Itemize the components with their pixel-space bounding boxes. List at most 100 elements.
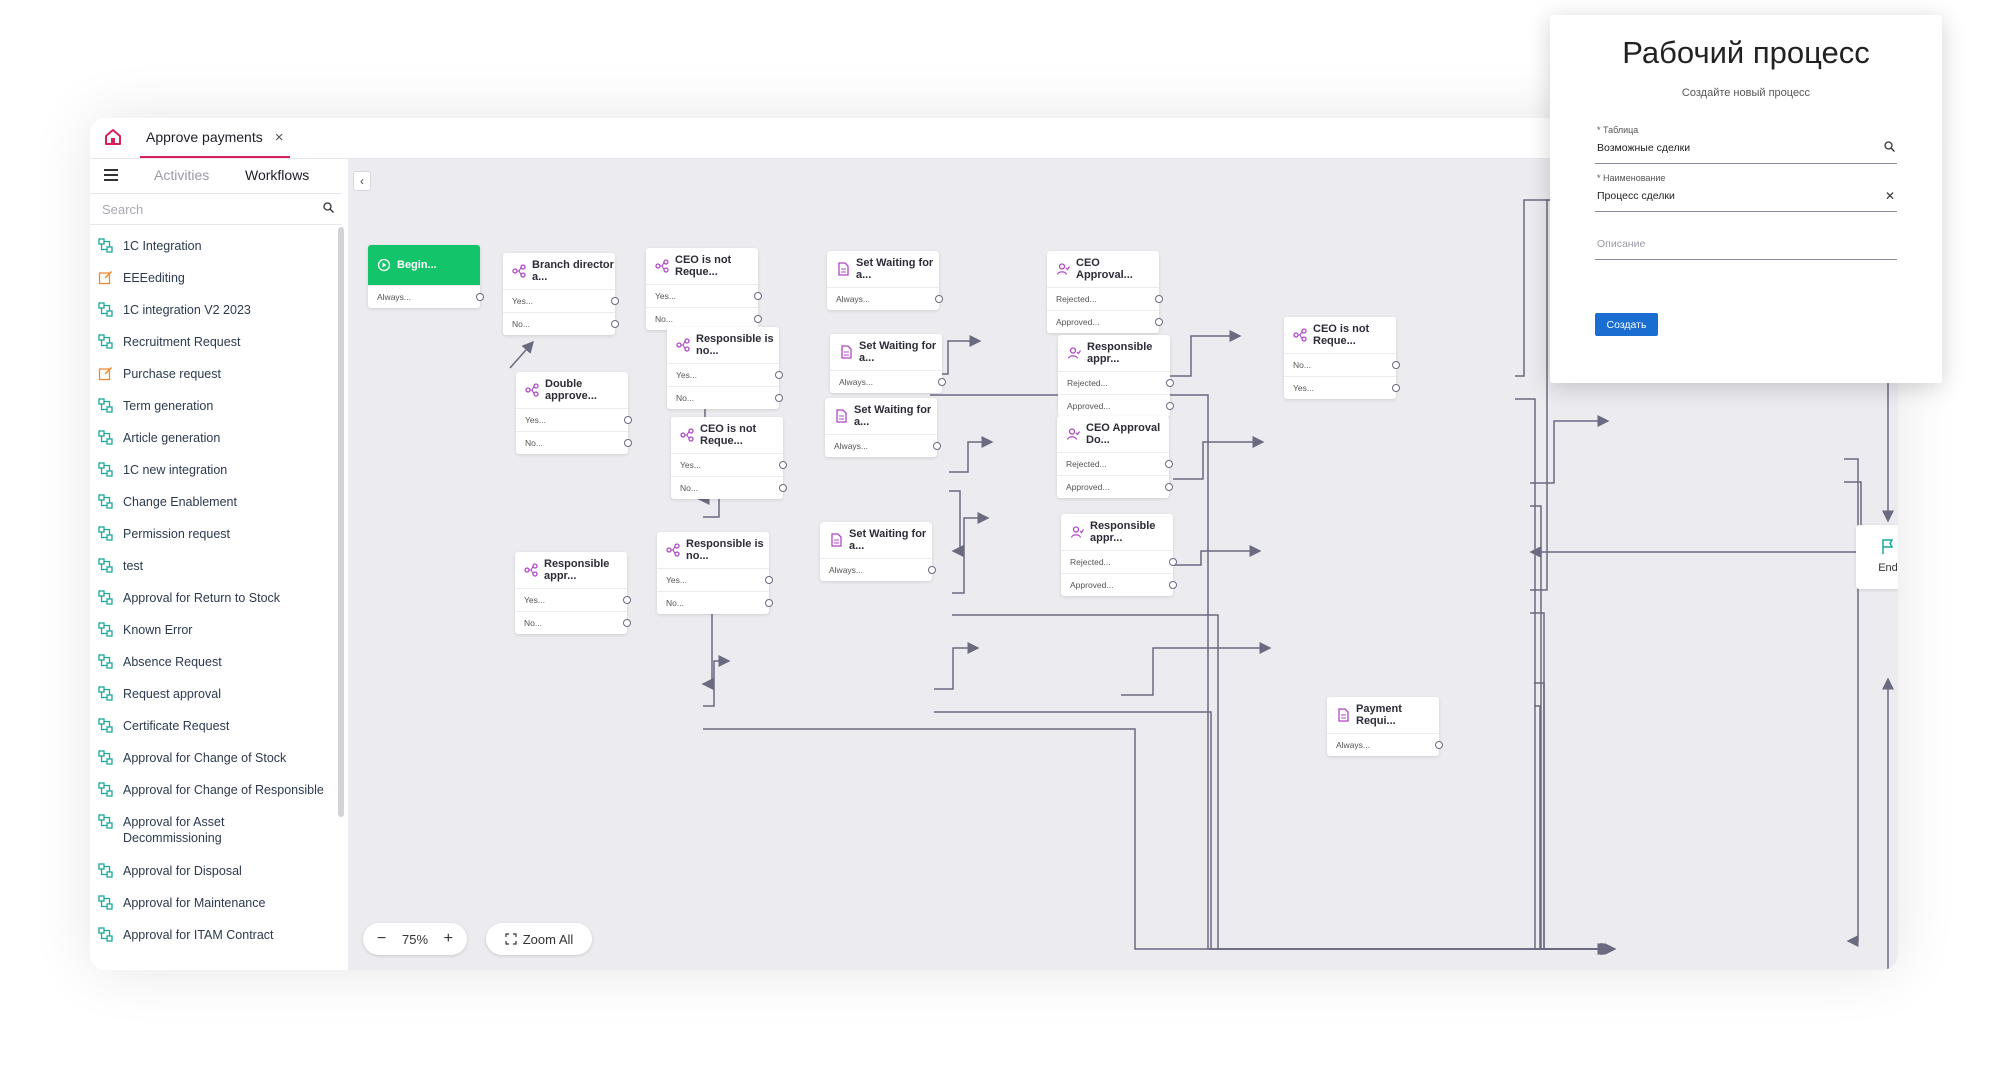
menu-icon[interactable] — [104, 169, 118, 181]
scrollbar[interactable] — [338, 227, 344, 817]
node-output-port[interactable]: Rejected... — [1061, 550, 1177, 573]
node-output-port[interactable]: No... — [671, 476, 787, 499]
node-double-approve[interactable]: Double approve...Yes...No... — [516, 372, 632, 454]
node-output-port[interactable]: Always... — [825, 434, 941, 457]
node-output-port[interactable]: Always... — [827, 287, 943, 310]
node-set-waiting-4[interactable]: Set Waiting for a...Always... — [820, 522, 936, 581]
node-output-port[interactable]: Approved... — [1047, 310, 1163, 333]
zoom-in-button[interactable]: + — [443, 930, 453, 947]
list-item[interactable]: EEEediting — [90, 261, 336, 293]
node-responsible-no-2[interactable]: Responsible is no...Yes...No... — [657, 532, 773, 614]
list-item[interactable]: Absence Request — [90, 645, 336, 677]
node-set-waiting-1[interactable]: Set Waiting for a...Always... — [827, 251, 943, 310]
node-output-port[interactable]: Always... — [830, 370, 946, 393]
list-item[interactable]: 1C new integration — [90, 453, 336, 485]
node-output-port[interactable]: Approved... — [1061, 573, 1177, 596]
search-input[interactable] — [100, 199, 314, 219]
list-item[interactable]: Approval for Asset Decommissioning — [90, 805, 336, 854]
node-output-port[interactable]: Yes... — [671, 453, 787, 476]
node-output-port[interactable]: Yes... — [503, 289, 619, 312]
list-item[interactable]: Approval for Disposal — [90, 854, 336, 886]
node-begin[interactable]: Begin...Always... — [368, 245, 484, 308]
list-item-label: Approval for Change of Stock — [123, 751, 287, 765]
list-item[interactable]: Permission request — [90, 517, 336, 549]
node-responsible-appr-1[interactable]: Responsible appr...Rejected...Approved..… — [1058, 335, 1174, 417]
node-output-port[interactable]: No... — [667, 386, 783, 409]
node-output-port[interactable]: Yes... — [515, 588, 631, 611]
node-set-waiting-3[interactable]: Set Waiting for a...Always... — [825, 398, 941, 457]
node-output-port[interactable]: Approved... — [1057, 475, 1173, 498]
node-ceo-not-req-right[interactable]: CEO is not Reque...No...Yes... — [1284, 317, 1400, 399]
zoom-all-label: Zoom All — [522, 931, 574, 947]
name-field[interactable]: * Наименование Процесс сделки ✕ — [1595, 173, 1897, 212]
tab-approve-payments[interactable]: Approve payments × — [140, 118, 290, 158]
tab-workflows[interactable]: Workflows — [245, 167, 310, 183]
list-item[interactable]: Change Enablement — [90, 485, 336, 517]
fit-screen-icon — [505, 933, 517, 945]
document-icon — [834, 409, 854, 423]
node-output-port[interactable]: Yes... — [667, 363, 783, 386]
node-ceo-not-req-1[interactable]: CEO is not Reque...Yes...No... — [646, 248, 762, 330]
collapse-sidebar-icon[interactable]: ‹ — [353, 171, 371, 191]
node-output-port[interactable]: Approved... — [1058, 394, 1174, 417]
user-check-icon — [1067, 346, 1087, 360]
node-output-port[interactable]: No... — [515, 611, 631, 634]
node-output-port[interactable]: Rejected... — [1057, 452, 1173, 475]
node-set-waiting-2[interactable]: Set Waiting for a...Always... — [830, 334, 946, 393]
node-output-port[interactable]: Always... — [1327, 733, 1443, 756]
workflow-icon — [98, 334, 113, 349]
tab-activities[interactable]: Activities — [154, 167, 210, 183]
table-field[interactable]: * Таблица Возможные сделки — [1595, 125, 1897, 164]
node-output-port[interactable]: No... — [516, 431, 632, 454]
node-output-port[interactable]: Yes... — [516, 408, 632, 431]
list-item[interactable]: Certificate Request — [90, 709, 336, 741]
node-responsible-no-1[interactable]: Responsible is no...Yes...No... — [667, 327, 783, 409]
zoom-out-button[interactable]: − — [377, 930, 387, 947]
list-item[interactable]: Approval for ITAM Contract — [90, 918, 336, 950]
search-icon[interactable] — [323, 202, 334, 213]
node-output-port[interactable]: Yes... — [657, 568, 773, 591]
list-item[interactable]: Approval for Change of Responsible — [90, 773, 336, 805]
tab-close-icon[interactable]: × — [274, 128, 284, 146]
clear-icon[interactable]: ✕ — [1884, 189, 1895, 203]
list-item[interactable]: Purchase request — [90, 357, 336, 389]
create-button[interactable]: Создать — [1595, 313, 1658, 336]
node-output-port[interactable]: No... — [503, 312, 619, 335]
list-item[interactable]: Approval for Change of Stock — [90, 741, 336, 773]
list-item[interactable]: Approval for Maintenance — [90, 886, 336, 918]
list-item[interactable]: Request approval — [90, 677, 336, 709]
list-item[interactable]: test — [90, 549, 336, 581]
node-responsible-appr-2[interactable]: Responsible appr...Rejected...Approved..… — [1061, 514, 1177, 596]
list-item-label: Absence Request — [123, 655, 222, 669]
list-item[interactable]: Approval for Return to Stock — [90, 581, 336, 613]
node-payment-req[interactable]: Payment Requi...Always... — [1327, 697, 1443, 756]
list-item[interactable]: Term generation — [90, 389, 336, 421]
list-item[interactable]: Recruitment Request — [90, 325, 336, 357]
node-branch-director[interactable]: Branch director a...Yes...No... — [503, 253, 619, 335]
node-output-port[interactable]: Rejected... — [1047, 287, 1163, 310]
list-item-label: Change Enablement — [123, 495, 237, 509]
description-field[interactable]: Описание — [1595, 221, 1897, 260]
list-item-label: Known Error — [123, 623, 193, 637]
list-item[interactable]: Known Error — [90, 613, 336, 645]
node-output-port[interactable]: No... — [646, 307, 762, 330]
node-ceo-approval-do[interactable]: CEO Approval Do...Rejected...Approved... — [1057, 416, 1173, 498]
node-ceo-approval[interactable]: CEO Approval...Rejected...Approved... — [1047, 251, 1163, 333]
node-output-port[interactable]: No... — [1284, 353, 1400, 376]
node-responsible-appr-left[interactable]: Responsible appr...Yes...No... — [515, 552, 631, 634]
list-item[interactable]: 1C Integration — [90, 229, 336, 261]
search-icon[interactable] — [1884, 141, 1895, 152]
node-output-port[interactable]: Yes... — [646, 284, 762, 307]
node-output-port[interactable]: Always... — [820, 558, 936, 581]
node-ceo-not-req-2[interactable]: CEO is not Reque...Yes...No... — [671, 417, 787, 499]
list-item[interactable]: Article generation — [90, 421, 336, 453]
home-icon[interactable] — [102, 126, 124, 148]
node-output-port[interactable]: Yes... — [1284, 376, 1400, 399]
node-output-port[interactable]: Rejected... — [1058, 371, 1174, 394]
list-item[interactable]: 1C integration V2 2023 — [90, 293, 336, 325]
node-output-port[interactable]: Always... — [368, 285, 484, 308]
node-end[interactable]: End — [1856, 525, 1898, 589]
branch-icon — [680, 428, 700, 442]
node-output-port[interactable]: No... — [657, 591, 773, 614]
zoom-all-button[interactable]: Zoom All — [486, 923, 592, 955]
